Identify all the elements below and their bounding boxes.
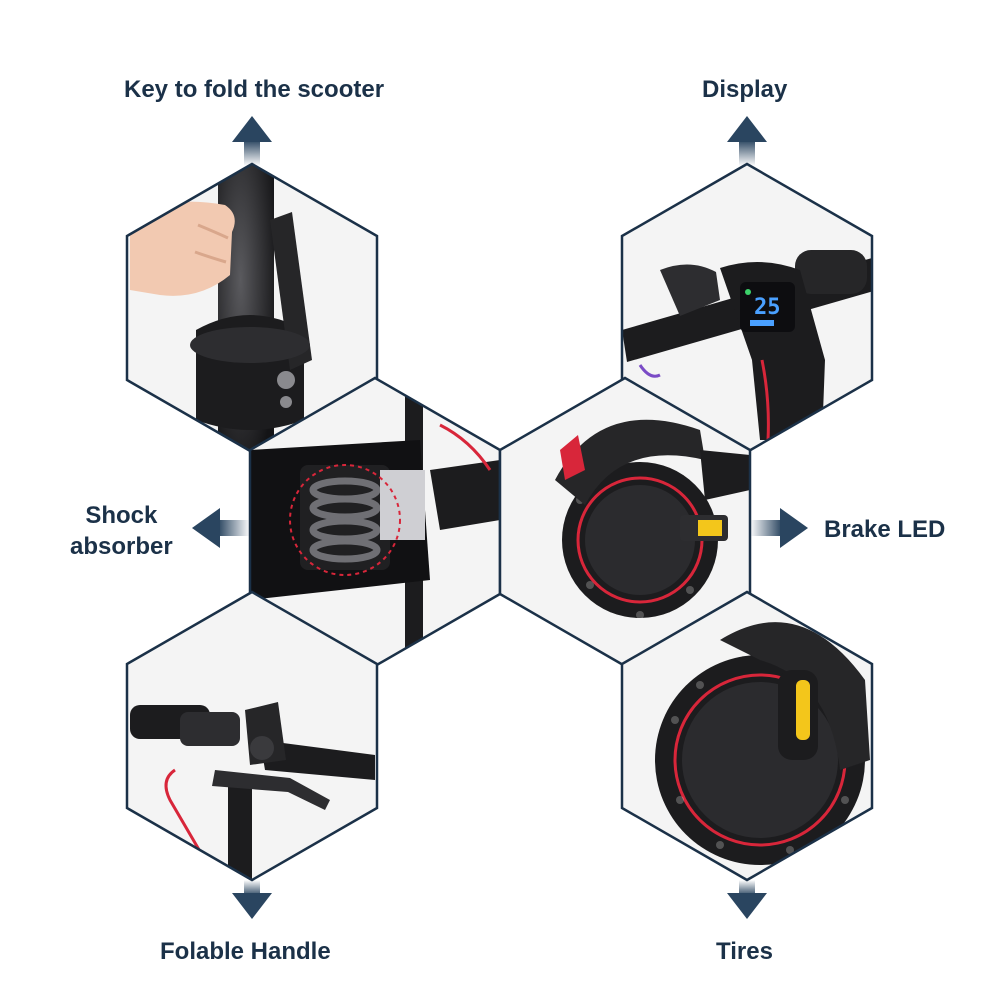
label-tires: Tires [716,938,773,965]
label-shock-line1: Shock [85,502,158,529]
arrow-up-display [727,116,767,166]
arrow-down-handle [232,880,272,919]
label-fold-key: Key to fold the scooter [124,76,385,103]
label-display: Display [702,76,788,103]
hex-tires [620,590,874,882]
display-speed-readout: 25 [754,295,781,320]
arrow-left-shock [192,508,250,548]
hex-fold-key [125,162,379,454]
hex-display: 25 [620,162,874,454]
hex-brake-led [498,376,752,668]
label-shock-absorber: Shock absorber [70,500,173,562]
arrow-right-brake-led [750,508,808,548]
arrow-up-fold-key [232,116,272,166]
hex-folable-handle [125,590,379,882]
label-shock-line2: absorber [70,533,173,561]
label-folable-handle: Folable Handle [160,938,331,965]
arrow-down-tires [727,880,767,919]
label-brake-led: Brake LED [824,516,946,543]
